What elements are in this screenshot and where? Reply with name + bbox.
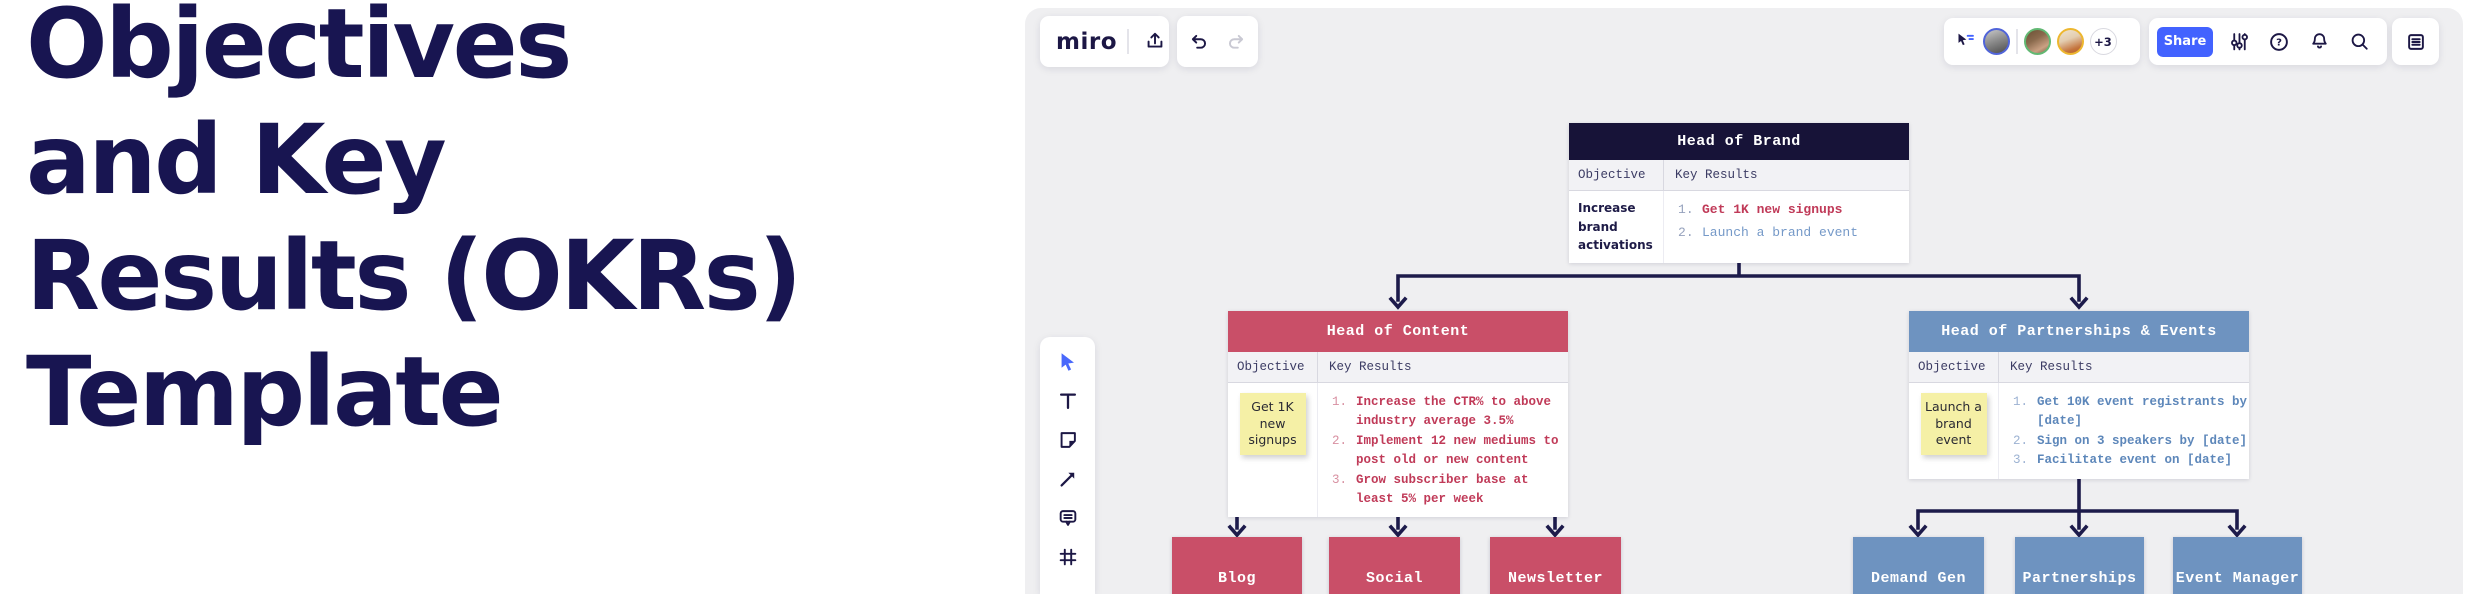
page-title-line: and Key: [26, 104, 447, 217]
objective-cell[interactable]: Increase brand activations: [1569, 191, 1664, 263]
collaborator-avatar[interactable]: [2023, 28, 2051, 55]
collaborators-card: +3: [1944, 18, 2140, 65]
org-node-demand-gen[interactable]: Demand Gen: [1853, 537, 1984, 594]
key-results-cell[interactable]: Increase the CTR% to above industry aver…: [1318, 383, 1568, 517]
column-header-objective: Objective: [1909, 352, 1999, 382]
column-header-objective: Objective: [1569, 160, 1664, 190]
text-icon: [1059, 393, 1076, 410]
settings-sliders-icon: [2230, 33, 2248, 51]
page-title-line: Objectives: [26, 0, 572, 100]
notes-icon: [2407, 33, 2424, 50]
export-icon: [1147, 32, 1162, 48]
frame-icon: [1059, 548, 1076, 566]
key-result-item: Increase the CTR% to above industry aver…: [1332, 393, 1552, 429]
table-title: Head of Partnerships & Events: [1909, 311, 2249, 352]
sticky-note[interactable]: Get 1K new signups: [1239, 393, 1306, 455]
objective-cell: Launch a brand event: [1909, 383, 1999, 479]
table-body: Launch a brand event Get 10K event regis…: [1909, 383, 2249, 479]
key-result-item: Get 10K event registrants by [date]: [2013, 393, 2248, 429]
redo-button[interactable]: [1220, 26, 1252, 58]
select-tool[interactable]: [1056, 350, 1080, 374]
share-button[interactable]: Share: [2157, 26, 2213, 57]
column-header-key-results: Key Results: [2010, 360, 2093, 374]
okr-table-head-of-partnerships[interactable]: Head of Partnerships & Events Objective …: [1909, 311, 2249, 479]
board-settings-button[interactable]: [2219, 26, 2259, 58]
miro-logo[interactable]: miro: [1056, 28, 1117, 55]
comment-tool[interactable]: [1056, 506, 1080, 530]
column-header-key-results: Key Results: [1329, 360, 1412, 374]
key-results-cell[interactable]: Get 1K new signups Launch a brand event: [1664, 191, 1858, 263]
undo-icon: [1191, 34, 1206, 49]
column-header-objective: Objective: [1228, 352, 1318, 382]
sticky-note-tool[interactable]: [1056, 428, 1080, 452]
arrow-icon: [1059, 472, 1074, 487]
actions-card: Share ?: [2149, 18, 2387, 65]
search-icon: [2351, 33, 2368, 50]
key-results-list: Get 1K new signups Launch a brand event: [1676, 199, 1858, 245]
okr-table-head-of-content[interactable]: Head of Content Objective Key Results Ge…: [1228, 311, 1568, 518]
key-results-cell[interactable]: Get 10K event registrants by [date] Sign…: [1999, 383, 2249, 479]
follow-cursor-icon: [1958, 33, 1974, 46]
key-result-item: Get 1K new signups: [1678, 199, 1843, 222]
table-body: Get 1K new signups Increase the CTR% to …: [1228, 383, 1568, 518]
org-node-event-manager[interactable]: Event Manager: [2173, 537, 2302, 594]
org-node-newsletter[interactable]: Newsletter: [1490, 537, 1621, 594]
collaborator-avatar[interactable]: [2056, 28, 2084, 55]
cursor-icon: [1061, 353, 1074, 371]
key-result-item: Implement 12 new mediums to post old or …: [1332, 432, 1559, 468]
table-body: Increase brand activations Get 1K new si…: [1569, 191, 1909, 263]
key-result-item: Launch a brand event: [1678, 222, 1859, 245]
logo-card: miro: [1040, 16, 1169, 67]
column-header-key-results: Key Results: [1675, 168, 1758, 182]
undo-button[interactable]: [1183, 26, 1215, 58]
key-result-item: Sign on 3 speakers by [date]: [2013, 432, 2248, 452]
bell-icon: [2311, 33, 2327, 49]
frame-tool[interactable]: [1056, 545, 1080, 569]
table-title: Head of Content: [1228, 311, 1568, 352]
notifications-button[interactable]: [2299, 26, 2339, 58]
org-node-social[interactable]: Social: [1329, 537, 1460, 594]
arrow-tool[interactable]: [1056, 467, 1080, 491]
text-tool[interactable]: [1056, 389, 1080, 413]
svg-text:?: ?: [2276, 37, 2282, 48]
page-title: Objectives and Key Results (OKRs) Templa…: [26, 0, 1036, 451]
page-title-line: Template: [26, 336, 504, 449]
sticky-note[interactable]: Launch a brand event: [1920, 393, 1987, 455]
key-result-item: Facilitate event on [date]: [2013, 451, 2233, 471]
table-column-headers: Objective Key Results: [1228, 352, 1568, 383]
help-button[interactable]: ?: [2259, 26, 2299, 58]
sticky-note-icon: [1060, 432, 1076, 448]
collaborators-overflow-badge[interactable]: +3: [2089, 28, 2117, 55]
redo-icon: [1229, 34, 1244, 49]
comment-icon: [1059, 510, 1076, 526]
key-results-list: Get 10K event registrants by [date] Sign…: [2011, 393, 2249, 471]
collaborator-avatar[interactable]: [1983, 28, 2010, 55]
key-results-list: Increase the CTR% to above industry aver…: [1330, 393, 1568, 509]
okr-table-head-of-brand[interactable]: Head of Brand Objective Key Results Incr…: [1569, 123, 1909, 263]
table-title: Head of Brand: [1569, 123, 1909, 160]
follow-cursor-button[interactable]: [1953, 26, 1977, 58]
page-title-line: Results (OKRs): [26, 220, 802, 333]
export-button[interactable]: [1139, 26, 1171, 58]
toolbar-divider: [1127, 29, 1129, 54]
key-result-item: Grow subscriber base at least 5% per wee…: [1332, 471, 1529, 506]
tools-panel: [1040, 337, 1095, 594]
objective-cell: Get 1K new signups: [1228, 383, 1318, 518]
search-button[interactable]: [2339, 26, 2379, 58]
table-column-headers: Objective Key Results: [1569, 160, 1909, 191]
hero-section: Objectives and Key Results (OKRs) Templa…: [26, 0, 1036, 451]
table-column-headers: Objective Key Results: [1909, 352, 2249, 383]
help-icon: ?: [2270, 32, 2288, 51]
board-notes-button[interactable]: [2400, 26, 2432, 58]
org-node-blog[interactable]: Blog: [1172, 537, 1302, 594]
org-node-partnerships[interactable]: Partnerships: [2015, 537, 2144, 594]
history-card: [1177, 16, 1258, 67]
collaborators-divider: [2016, 29, 2018, 54]
notes-card: [2392, 18, 2439, 65]
